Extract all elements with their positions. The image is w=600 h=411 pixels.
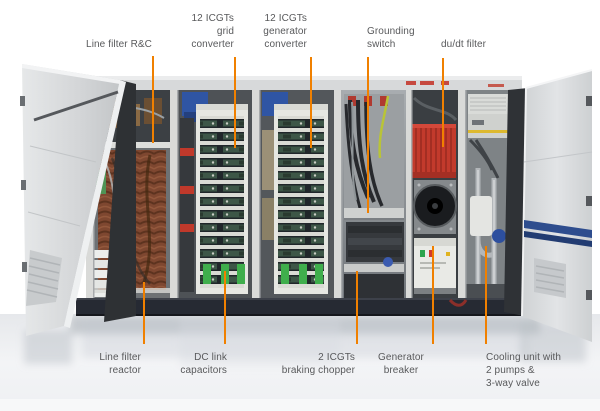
right-door (504, 69, 593, 342)
bay-generator-converter (260, 90, 334, 300)
leader-grounding-switch (367, 57, 369, 213)
leader-cooling-unit (485, 246, 487, 344)
label-du-dt-filter: du/dt filter (441, 39, 487, 50)
bay-du-dt-breaker (410, 90, 458, 300)
leader-du-dt-filter (442, 58, 444, 147)
bay-grid-converter (178, 90, 252, 300)
floor-reflection (24, 316, 586, 366)
label-generator-converter: 12 ICGTs generator converter (263, 13, 307, 50)
label-braking-chopper: 2 ICGTs braking chopper (281, 352, 355, 376)
bay-grounding-switch (342, 90, 406, 300)
left-door (20, 64, 136, 336)
bay-cooling-unit (466, 90, 510, 300)
label-line-filter-rc: Line filter R&C (86, 39, 152, 50)
leader-line-filter-rc (152, 56, 154, 143)
leader-line-filter-reactor (143, 282, 145, 344)
label-grounding-switch: Grounding switch (367, 26, 415, 50)
generator-breaker-box (414, 238, 456, 294)
label-grid-converter: 12 ICGTs grid converter (191, 13, 234, 50)
label-cooling-unit: Cooling unit with 2 pumps & 3-way valve (486, 352, 562, 389)
label-dc-link-capacitors: DC link capacitors (180, 352, 227, 376)
label-generator-breaker: Generator breaker (378, 352, 424, 376)
leader-generator-converter (310, 57, 312, 148)
du-dt-filter-block (412, 124, 456, 128)
leader-grid-converter (234, 57, 236, 148)
label-line-filter-reactor: Line filter reactor (99, 352, 141, 376)
leader-braking-chopper (356, 271, 358, 344)
cabinet-plinth (76, 298, 526, 316)
leader-dc-link-capacitors (224, 271, 226, 344)
leader-generator-breaker (432, 246, 434, 344)
